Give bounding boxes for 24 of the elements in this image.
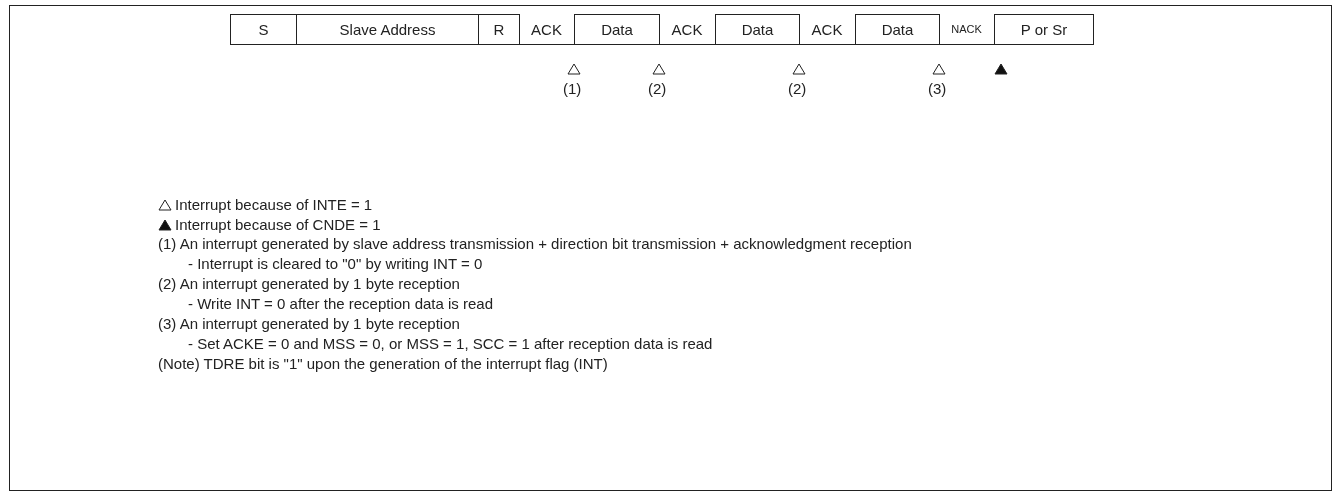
callout-number: (1) — [563, 80, 582, 97]
frame-field: S — [230, 14, 297, 45]
note-text: (3) An interrupt generated by 1 byte reception — [158, 314, 461, 334]
note-text: (1) An interrupt generated by slave address transmission + direction bit transmission + acknowledgment reception — [158, 234, 913, 254]
frame-field: Data — [715, 14, 800, 45]
response-field: ACK — [799, 14, 855, 45]
note-subitem: - Write INT = 0 after the reception data is read — [188, 294, 493, 314]
note-text: (2) An interrupt generated by 1 byte reception — [158, 274, 461, 294]
callout-number: (3) — [928, 80, 947, 97]
response-field: ACK — [519, 14, 574, 45]
response-field: ACK — [659, 14, 715, 45]
legend-text: Interrupt because of CNDE = 1 — [175, 215, 381, 233]
frame-field: R — [478, 14, 520, 45]
legend-text: Interrupt because of INTE = 1 — [175, 196, 373, 213]
frame-field: Data — [855, 14, 940, 45]
frame-field: Data — [574, 14, 660, 45]
callout-number: (2) — [648, 80, 667, 97]
note-subitem: - Interrupt is cleared to "0" by writing INT = 0 — [188, 254, 483, 274]
frame-field: Slave Address — [296, 14, 479, 45]
note-text: (Note) TDRE bit is "1" upon the generation of the interrupt flag (INT) — [158, 354, 609, 374]
note-subitem: - Set ACKE = 0 and MSS = 0, or MSS = 1, SCC = 1 after reception data is read — [188, 334, 713, 354]
response-field: NACK — [939, 14, 994, 45]
callout-number: (2) — [788, 80, 807, 97]
frame-field: P or Sr — [994, 14, 1094, 45]
